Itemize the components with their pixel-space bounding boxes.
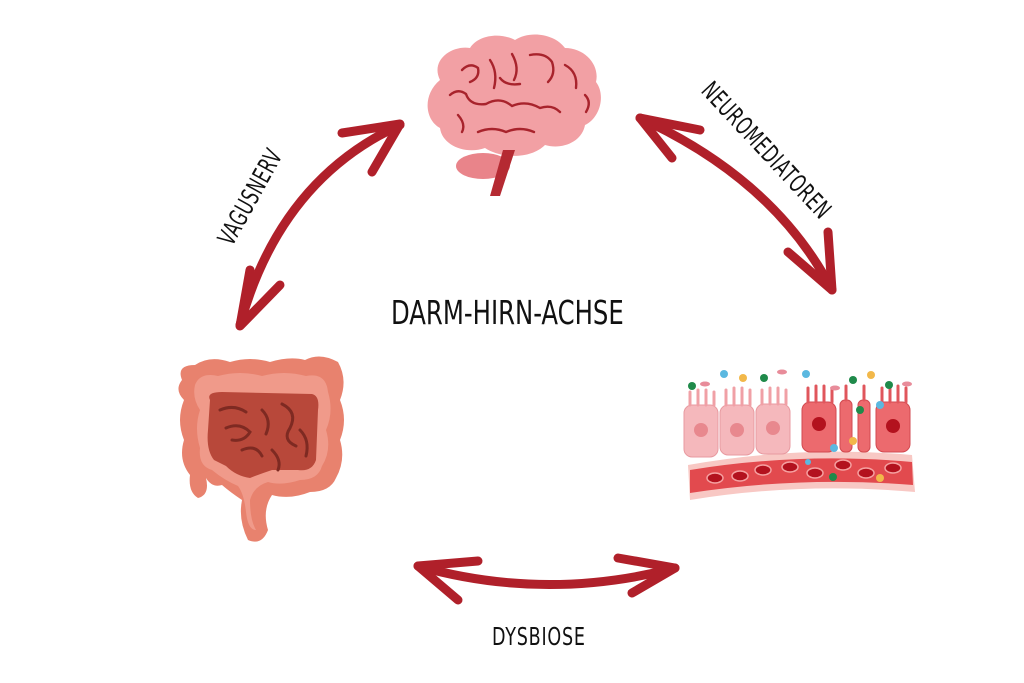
diagram-title: DARM-HIRN-ACHSE	[391, 293, 624, 332]
arrow-neuromediatoren	[635, 113, 837, 295]
brain-icon	[427, 34, 601, 196]
intestinal-barrier-icon	[683, 369, 915, 500]
edge-label-dysbiose: DYSBIOSE	[492, 622, 586, 651]
arrow-dysbiose	[413, 553, 680, 605]
intestine-icon	[178, 356, 344, 542]
arrow-vagusnerv	[235, 119, 405, 331]
